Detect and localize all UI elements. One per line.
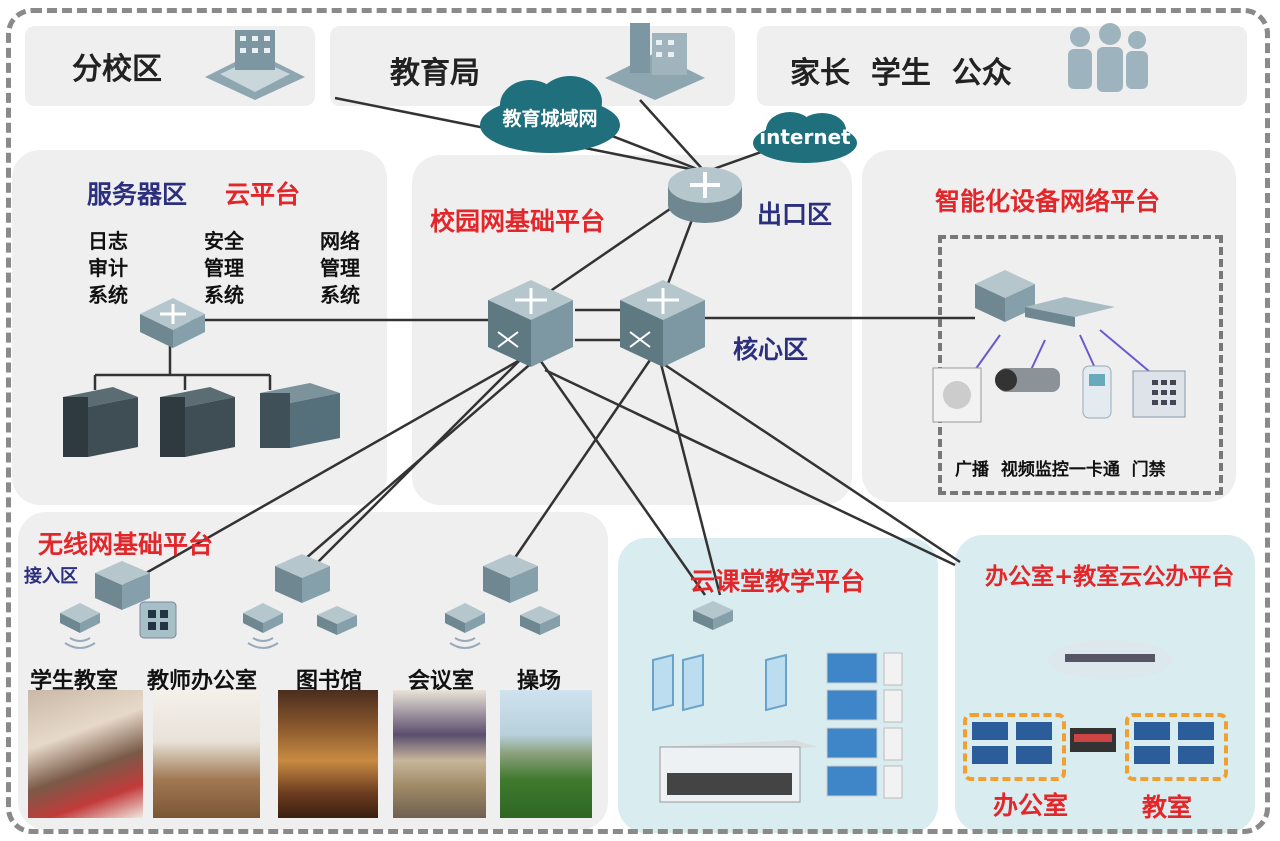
thin-client-group-icon: [652, 653, 787, 712]
cloudclass-switch-icon: [693, 601, 733, 630]
wireless-platform-title: 无线网基础平台: [38, 530, 214, 559]
branch-label: 分校区: [72, 52, 162, 87]
core-switch-2-icon: [620, 280, 705, 367]
sys-1-line-2: 审计: [88, 256, 128, 280]
access-zone-label: 接入区: [24, 566, 78, 587]
classroom-room-label: 教室: [1142, 793, 1193, 822]
zone-office: [955, 535, 1255, 833]
place-teacher-office: 教师办公室: [147, 669, 258, 694]
server-2-icon: [160, 387, 235, 457]
classroom-group-box: [1125, 713, 1228, 781]
outer-dashed-frame: [6, 8, 1270, 834]
log-audit-system: 日志 审计 系统: [88, 228, 128, 309]
office-room-label: 办公室: [993, 791, 1069, 820]
smart-device-box: [938, 235, 1223, 495]
monitor-stack-icon: [826, 652, 903, 799]
access-switch-3-icon: [483, 554, 538, 603]
zone-public: [757, 26, 1247, 106]
sys-3-line-1: 网络: [320, 229, 360, 253]
meeting-room-photo: [393, 690, 486, 818]
metro-network-label: 教育城域网: [502, 108, 598, 130]
office-cloud-icon: [1048, 640, 1172, 680]
classroom-terminal-group-icon: [1134, 722, 1214, 764]
school-building-icon: [205, 30, 305, 100]
sys-1-line-1: 日志: [88, 229, 128, 253]
camera-icon: [995, 368, 1060, 392]
place-playground: 操场: [517, 669, 562, 694]
sys-2-line-3: 系统: [204, 283, 244, 307]
access-switch-2-icon: [275, 554, 330, 603]
wireless-ap-2-icon: [243, 603, 283, 649]
bureau-label: 教育局: [390, 56, 480, 91]
internet-label: internet: [759, 125, 851, 149]
place-student-classroom: 学生教室: [30, 669, 119, 694]
keypad-icon: [139, 601, 177, 639]
bureau-building-icon: [605, 23, 705, 100]
core-zone-label: 核心区: [733, 335, 809, 364]
metro-network-cloud: 教育城域网: [475, 70, 625, 160]
sys-3-line-2: 管理: [320, 256, 360, 280]
cloud-platform-title: 云平台: [225, 180, 301, 209]
smart-devices-label: 广播 视频监控一卡通 门禁: [955, 460, 1166, 480]
campus-network-title: 校园网基础平台: [430, 207, 606, 236]
server-switch-icon: [140, 298, 205, 348]
server-zone-title: 服务器区: [87, 180, 188, 209]
exit-router-icon: [668, 167, 742, 223]
office-platform-title: 办公室+教室云公办平台: [985, 564, 1235, 590]
sys-1-line-3: 系统: [88, 283, 128, 307]
sys-2-line-2: 管理: [204, 256, 244, 280]
edge-switch-1-icon: [317, 606, 357, 635]
server-1-icon: [63, 387, 138, 457]
public-label: 家长 学生 公众: [790, 56, 1012, 91]
wireless-ap-3-icon: [445, 603, 485, 649]
security-mgmt-system: 安全 管理 系统: [204, 228, 244, 309]
smart-switch-icon: [975, 270, 1115, 327]
network-mgmt-system: 网络 管理 系统: [320, 228, 360, 309]
playground-photo: [500, 690, 592, 818]
place-library: 图书馆: [296, 669, 363, 694]
office-group-box: [963, 713, 1066, 781]
server-3-icon: [260, 383, 340, 448]
classroom-photo: [28, 690, 143, 818]
internet-cloud: internet: [750, 108, 860, 168]
wireless-ap-1-icon: [60, 603, 100, 649]
edge-switch-2-icon: [520, 606, 560, 635]
smart-platform-title: 智能化设备网络平台: [935, 187, 1161, 216]
exit-zone-label: 出口区: [757, 200, 833, 229]
people-icon: [1068, 23, 1148, 92]
speaker-icon: [932, 367, 982, 423]
door-access-icon: [1132, 370, 1186, 418]
office-center-device-icon: [1070, 728, 1116, 752]
access-switch-1-icon: [95, 561, 150, 610]
sys-2-line-1: 安全: [204, 229, 244, 253]
place-meeting-room: 会议室: [408, 669, 475, 694]
sys-3-line-3: 系统: [320, 283, 360, 307]
teacher-office-photo: [153, 690, 260, 818]
library-photo: [278, 690, 378, 818]
cloudclass-platform-title: 云课堂教学平台: [690, 567, 866, 596]
office-terminal-group-icon: [972, 722, 1052, 764]
zone-smart: [862, 150, 1236, 502]
cloud-server-icon: [659, 740, 817, 803]
card-reader-icon: [1082, 365, 1112, 419]
core-switch-1-icon: [488, 280, 573, 367]
